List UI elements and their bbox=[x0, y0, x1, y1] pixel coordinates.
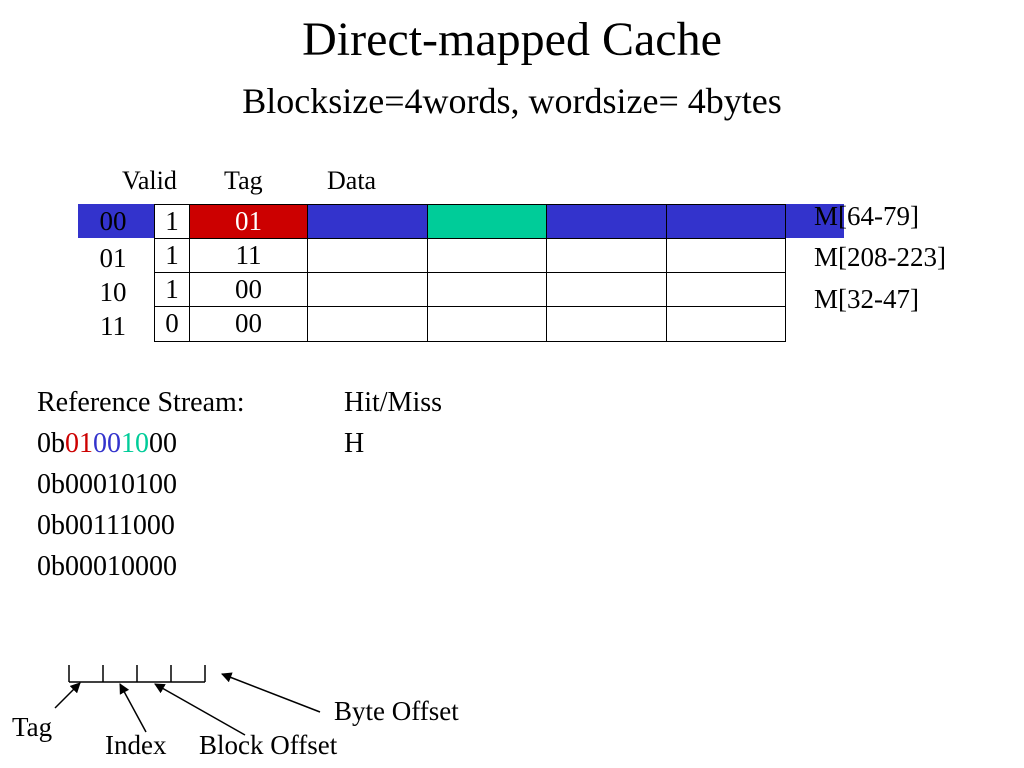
data-word-0-row-3 bbox=[307, 306, 428, 342]
data-word-3-row-0 bbox=[666, 204, 786, 239]
data-word-3-row-1 bbox=[666, 238, 786, 273]
address-block-offset-bits: 10 bbox=[121, 428, 149, 459]
data-word-2-row-1 bbox=[546, 238, 667, 273]
address-byte-offset-bits: 00 bbox=[149, 428, 177, 459]
memory-range-label-row-0: M[64-79] bbox=[814, 201, 919, 231]
reference-address-3: 0b00111000 bbox=[37, 510, 175, 541]
page-title: Direct-mapped Cache bbox=[302, 13, 722, 66]
data-word-3-row-2 bbox=[666, 272, 786, 307]
page-subtitle: Blocksize=4words, wordsize= 4bytes bbox=[242, 81, 782, 121]
valid-cell-row-0: 1 bbox=[154, 204, 190, 239]
address-prefix: 0b bbox=[37, 428, 65, 459]
data-word-0-row-0 bbox=[307, 204, 428, 239]
reference-address-1: 0b01001000 bbox=[37, 428, 177, 460]
data-word-0-row-2 bbox=[307, 272, 428, 307]
memory-range-label-row-2: M[32-47] bbox=[814, 284, 919, 314]
tag-arrow bbox=[54, 682, 81, 709]
address-index-bits: 00 bbox=[93, 428, 121, 459]
tag-field-label: Tag bbox=[12, 712, 53, 742]
tag-cell-row-2: 00 bbox=[189, 272, 308, 307]
index-field-label: Index bbox=[105, 730, 167, 760]
hit-miss-result-1: H bbox=[344, 428, 365, 459]
valid-column-header: Valid bbox=[122, 166, 177, 195]
valid-cell-row-2: 1 bbox=[154, 272, 190, 307]
byte-offset-arrow bbox=[221, 672, 321, 713]
tag-cell-row-0: 01 bbox=[189, 204, 308, 239]
data-column-header: Data bbox=[327, 166, 377, 195]
tag-column-header: Tag bbox=[224, 166, 263, 195]
data-word-1-row-1 bbox=[427, 238, 547, 273]
data-word-0-row-1 bbox=[307, 238, 428, 273]
memory-range-label-row-1: M[208-223] bbox=[814, 242, 946, 272]
address-field-diagram bbox=[54, 665, 321, 736]
index-label-row-0: 00 bbox=[99, 206, 127, 236]
hit-miss-header: Hit/Miss bbox=[344, 387, 443, 418]
data-word-1-row-3 bbox=[427, 306, 547, 342]
index-label-row-1: 01 bbox=[99, 243, 127, 273]
data-word-1-row-2 bbox=[427, 272, 547, 307]
index-label-row-3: 11 bbox=[100, 311, 126, 341]
address-bit-field-bracket bbox=[68, 665, 206, 683]
reference-address-2: 0b00010100 bbox=[37, 469, 177, 500]
data-word-2-row-0 bbox=[546, 204, 667, 239]
block-offset-arrow bbox=[154, 683, 246, 736]
data-word-1-row-0 bbox=[427, 204, 547, 239]
data-word-2-row-2 bbox=[546, 272, 667, 307]
valid-cell-row-3: 0 bbox=[154, 306, 190, 342]
reference-address-4: 0b00010000 bbox=[37, 551, 177, 582]
valid-cell-row-1: 1 bbox=[154, 238, 190, 273]
tag-cell-row-1: 11 bbox=[189, 238, 308, 273]
reference-stream-header: Reference Stream: bbox=[37, 387, 245, 418]
index-label-row-2: 10 bbox=[99, 277, 127, 307]
address-tag-bits: 01 bbox=[65, 428, 93, 459]
index-arrow bbox=[119, 683, 147, 733]
byte-offset-field-label: Byte Offset bbox=[334, 696, 459, 726]
data-word-3-row-3 bbox=[666, 306, 786, 342]
data-word-2-row-3 bbox=[546, 306, 667, 342]
tag-cell-row-3: 00 bbox=[189, 306, 308, 342]
block-offset-field-label: Block Offset bbox=[199, 730, 338, 760]
